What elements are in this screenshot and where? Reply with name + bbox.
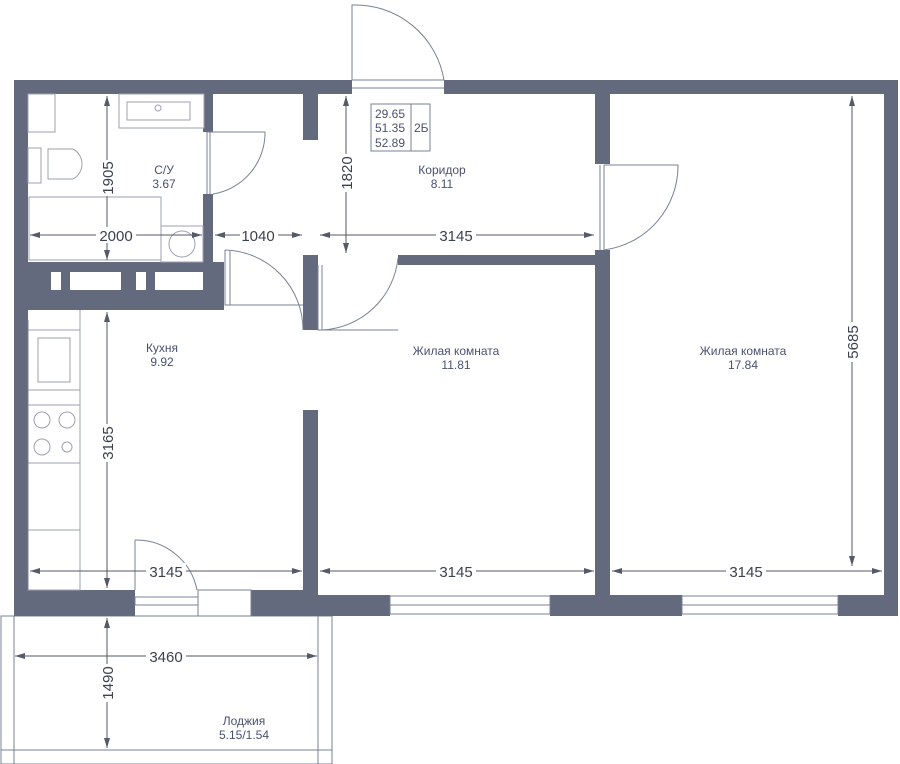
info-type: 2Б (414, 121, 429, 135)
dim-bath-width: 2000 (99, 228, 132, 245)
living2-name: Жилая комната (700, 344, 787, 358)
shower-tray (27, 93, 56, 133)
corridor-name: Коридор (418, 163, 466, 177)
loggia-frame (0, 615, 333, 764)
loggia-area: 5.15/1.54 (219, 728, 269, 742)
doors[interactable] (134, 4, 679, 591)
bathroom-area: 3.67 (152, 177, 176, 191)
info-line-3: 52.89 (375, 136, 405, 150)
info-line-2: 51.35 (375, 121, 405, 135)
walls (14, 80, 898, 616)
corridor-area: 8.11 (431, 177, 454, 191)
dim-loggia-height: 1490 (100, 666, 117, 699)
kitchen-name: Кухня (146, 341, 178, 355)
windows (134, 589, 839, 617)
dim-corridor-height: 1820 (339, 156, 356, 189)
dim-bath-height: 1905 (100, 161, 117, 194)
bathtub (28, 196, 162, 261)
dim-kitchen-width: 3145 (149, 564, 182, 581)
living1-name: Жилая комната (413, 344, 500, 358)
living2-area: 17.84 (728, 358, 758, 372)
dim-living1-width: 3145 (439, 564, 472, 581)
dim-loggia-width: 3460 (149, 649, 182, 666)
dim-kitchen-height: 3165 (100, 426, 117, 459)
dim-hall-width: 1040 (241, 228, 274, 245)
dim-living2-width: 3145 (729, 564, 762, 581)
bathroom-name: С/У (154, 163, 174, 177)
fridge (27, 529, 81, 591)
living1-area: 11.81 (441, 358, 470, 372)
dimension-lines (15, 96, 882, 748)
toilet (27, 147, 42, 184)
loggia-name: Лоджия (223, 714, 266, 728)
kitchen-area: 9.92 (150, 355, 174, 369)
info-line-1: 29.65 (375, 107, 405, 121)
dim-corridor-width: 3145 (439, 228, 472, 245)
dim-living2-height: 5685 (845, 325, 862, 358)
info-box: 29.65 51.35 52.89 2Б (370, 103, 431, 152)
